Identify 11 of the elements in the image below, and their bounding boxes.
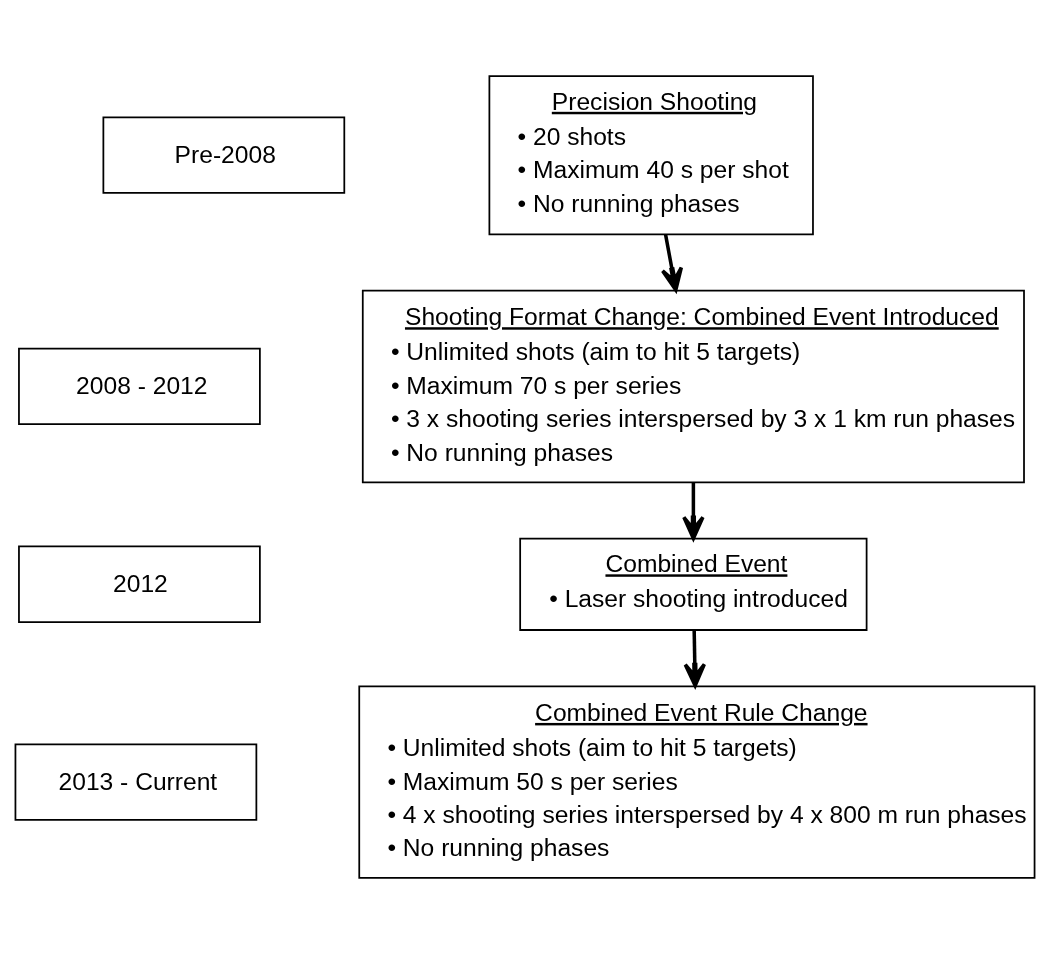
node-box: Combined Event Rule Change • Unlimited shots (aim to hit 5 targets) • Maximum 50 s per series • 4 x shooting series interspersed by 4 x 800 m run phases • No running phases bbox=[358, 684, 1036, 879]
arrow bbox=[682, 482, 705, 540]
node-box: Pre-2008 bbox=[102, 116, 346, 194]
arrow bbox=[683, 629, 707, 687]
node-box: Precision Shooting • 20 shots • Maximum 40 s per shot • No running phases bbox=[488, 74, 814, 235]
node-box: 2013 - Current bbox=[14, 742, 258, 821]
arrow bbox=[660, 233, 684, 292]
node-box: Shooting Format Change: Combined Event Introduced • Unlimited shots (aim to hit 5 targets) • Maximum 70 s per series • 3 x shooting series interspersed by 3 x 1 km run phases • No running phases bbox=[361, 289, 1025, 483]
node-box: 2008 - 2012 bbox=[18, 347, 261, 425]
node-box: 2012 bbox=[18, 545, 261, 623]
node-box: Combined Event • Laser shooting introduced bbox=[519, 537, 868, 631]
